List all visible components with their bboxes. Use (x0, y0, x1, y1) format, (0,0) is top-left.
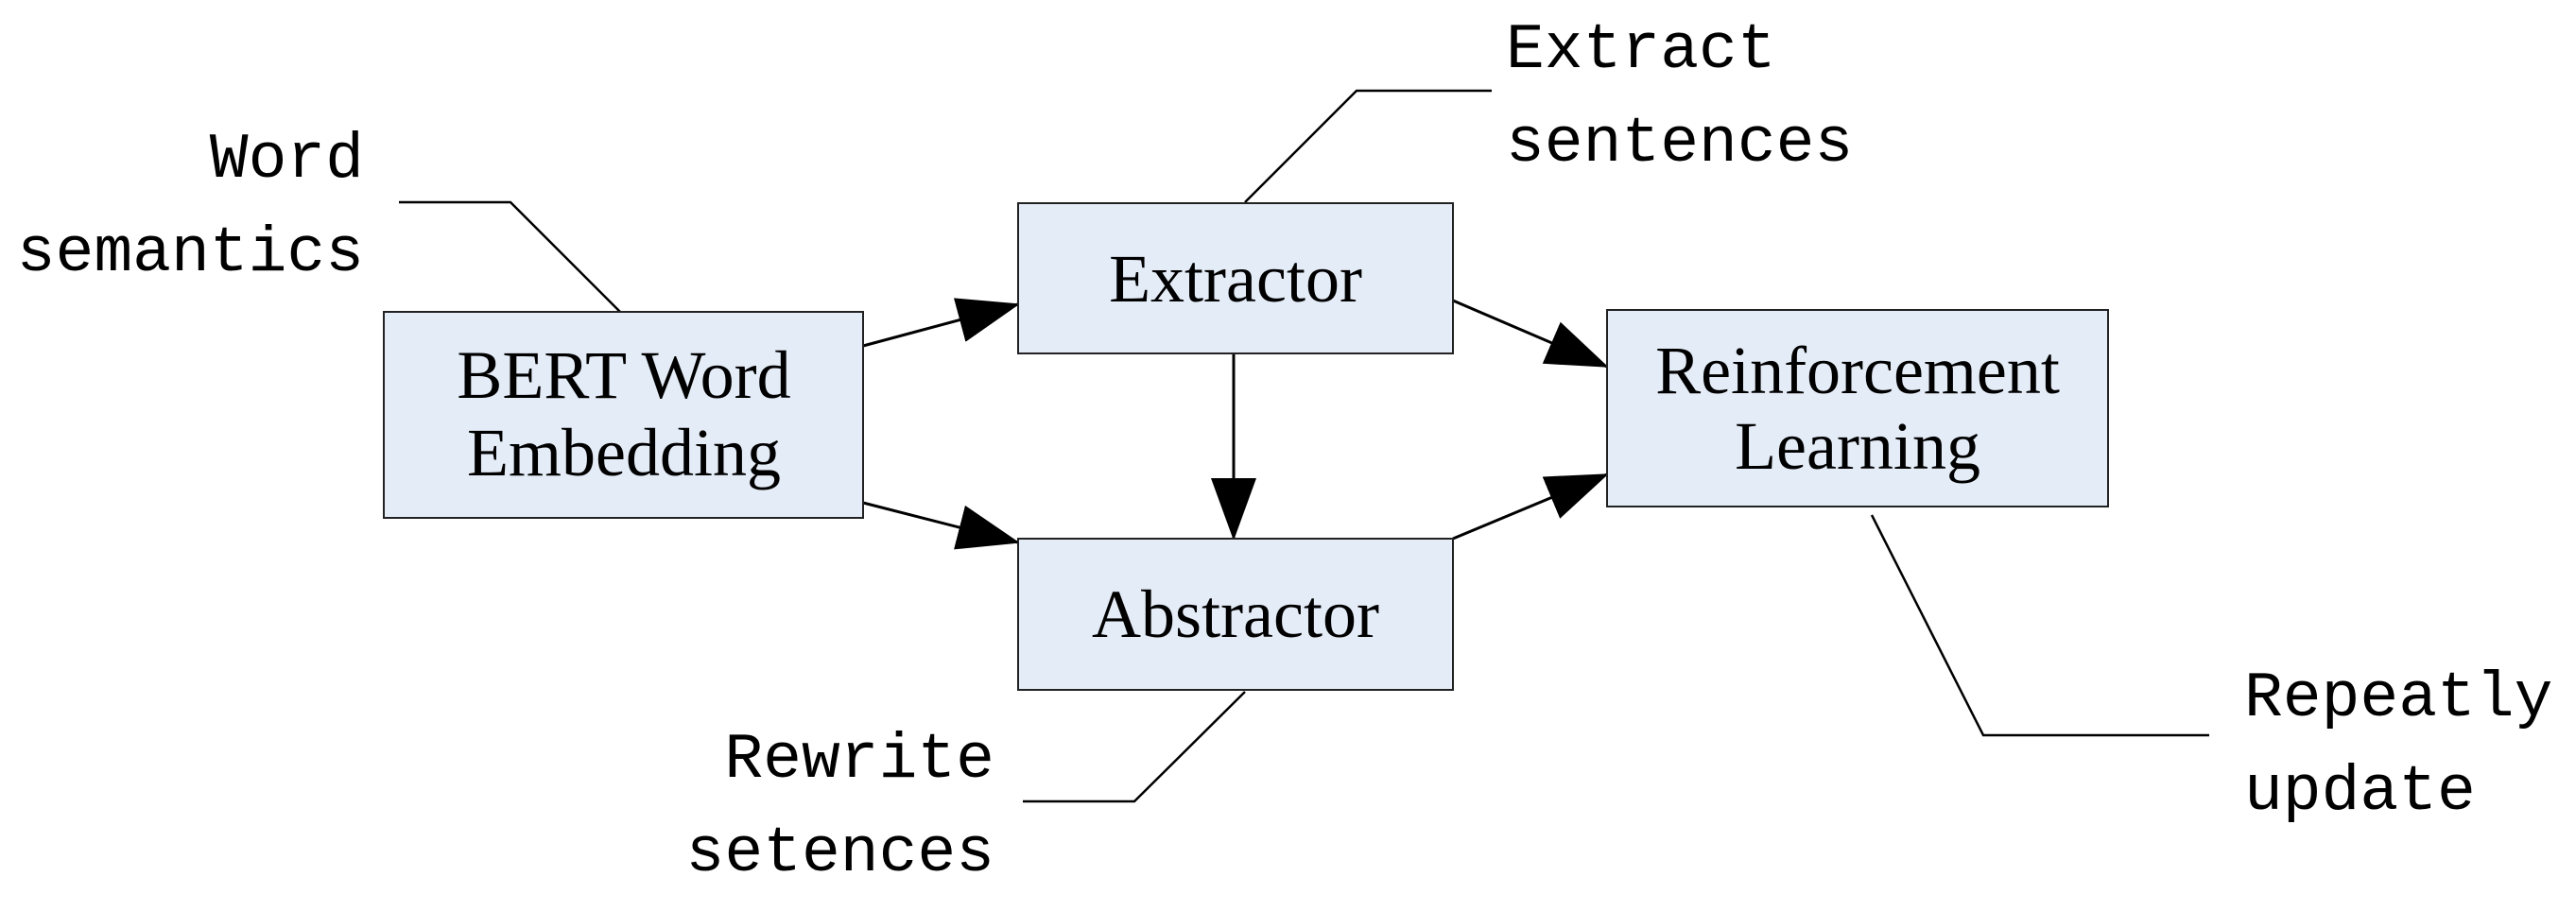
node-reinforcement-learning: Reinforcement Learning (1606, 309, 2109, 507)
node-rl-line2: Learning (1735, 408, 1980, 484)
callout-repeatly-update-line2: update (2244, 756, 2476, 829)
node-bert-word-embedding: BERT Word Embedding (383, 311, 864, 519)
edge-bert-to-abstractor (862, 501, 1020, 550)
edges (862, 298, 1609, 550)
leader-rewrite-setences (1023, 691, 1246, 803)
node-bert-line2: Embedding (467, 415, 781, 490)
node-rl-line1: Reinforcement (1655, 333, 2060, 408)
node-extractor: Extractor (1017, 202, 1454, 354)
node-extractor-label: Extractor (1109, 241, 1362, 317)
callout-rewrite-setences: Rewrite setences (686, 724, 994, 890)
callout-extract-sentences-line1: Extract (1506, 14, 1776, 87)
edge-bert-to-extractor (862, 298, 1020, 348)
callout-rewrite-setences-line1: Rewrite (724, 724, 994, 797)
callout-repeatly-update-line1: Repeatly (2244, 662, 2552, 735)
node-abstractor-label: Abstractor (1092, 576, 1379, 652)
leader-repeatly-update (1870, 514, 2209, 737)
callout-extract-sentences: Extract sentences (1506, 14, 1853, 180)
callout-word-semantics-line2: semantics (17, 217, 364, 290)
callout-word-semantics-line1: Word (210, 124, 364, 197)
leader-extract-sentences (1244, 89, 1492, 203)
callout-word-semantics: Word semantics (17, 124, 364, 290)
node-abstractor: Abstractor (1017, 538, 1454, 691)
leader-lines (399, 89, 2209, 803)
edge-abstractor-to-rl (1452, 473, 1609, 541)
callout-extract-sentences-line2: sentences (1506, 108, 1853, 180)
callout-repeatly-update: Repeatly update (2244, 662, 2552, 829)
leader-word-semantics (399, 200, 621, 313)
node-bert-line1: BERT Word (457, 337, 790, 413)
callout-rewrite-setences-line2: setences (686, 817, 994, 890)
edge-extractor-to-rl (1452, 299, 1609, 369)
